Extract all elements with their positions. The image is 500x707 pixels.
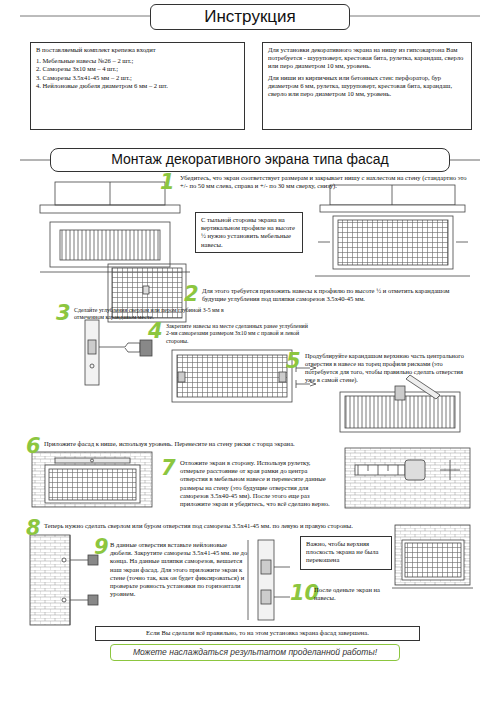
step-text: Теперь нужно сделать сверлом или буром о… — [44, 522, 444, 530]
final-box: Если Вы сделали всё правильно, то на это… — [95, 626, 420, 641]
kit-box: В поставляемый комплект крепежа входит 1.… — [30, 42, 245, 130]
box-line: 1. Мебельные навесы №26 – 2 шт.; — [36, 57, 239, 65]
box-text: Если Вы сделали всё правильно, то на это… — [100, 629, 415, 636]
box-line: Для ниши из кирпичных или бетонных стен:… — [268, 74, 466, 99]
step-text: Приложите фасад к нише, используя уровен… — [44, 440, 334, 448]
step-number: 5 — [286, 351, 301, 372]
title: Инструкция — [155, 7, 345, 27]
step-text: В данные отверстия вставьте нейлоновые д… — [110, 541, 248, 599]
box-text: Можете наслаждаться результатом проделан… — [115, 647, 395, 657]
step-number: 3 — [56, 303, 71, 324]
step-text: После оденьте экран на навесы. — [314, 586, 394, 602]
step-text: Отложите экран в сторону. Используя руле… — [180, 459, 335, 508]
tools-box: Для установки декоративного экрана на ни… — [262, 42, 472, 130]
box-text: В поставляемый комплект крепежа входит — [36, 46, 239, 54]
step-text: Закрепите навесы на месте сделанных ране… — [166, 323, 311, 345]
step-number: 6 — [26, 436, 41, 457]
step-number: 8 — [26, 518, 41, 539]
box-text: С тыльной стороны экрана на вертикальном… — [201, 216, 297, 249]
step-number: 4 — [148, 321, 163, 342]
line-art — [20, 16, 480, 625]
step-number: 2 — [184, 284, 199, 305]
closing-box: Можете наслаждаться результатом проделан… — [110, 644, 400, 661]
box-line: 4. Нейлоновые дюбеля диаметром 6 мм – 2 … — [36, 82, 239, 90]
box-line: 2. Саморезы 3х10 мм – 4 шт.; — [36, 65, 239, 73]
step-text: Для этого требуется приложить навесы к п… — [202, 287, 472, 303]
section-heading: Монтаж декоративного экрана типа фасад — [50, 148, 450, 172]
title-box: Инструкция — [150, 4, 350, 30]
note-box: Важно, чтобы верхняя плоскость экрана не… — [300, 536, 392, 570]
step-text: Сделайте углубления сверлом или пером гл… — [74, 307, 249, 322]
box-line: 3. Саморезы 3.5х41-45 мм – 2 шт.; — [36, 74, 239, 82]
step-number: 9 — [94, 537, 109, 558]
box-text: Для установки декоративного экрана на ни… — [268, 46, 466, 71]
step-number: 7 — [161, 458, 176, 479]
step-text: Убедитесь, что экран соответствует разме… — [180, 174, 472, 190]
callout-box: С тыльной стороны экрана на вертикальном… — [195, 212, 303, 253]
step-number: 1 — [160, 172, 175, 193]
box-text: Монтаж декоративного экрана типа фасад — [57, 151, 443, 167]
step-text: Продублируйте карандашом верхнюю часть ц… — [305, 352, 473, 384]
box-text: Важно, чтобы верхняя плоскость экрана не… — [306, 540, 386, 565]
